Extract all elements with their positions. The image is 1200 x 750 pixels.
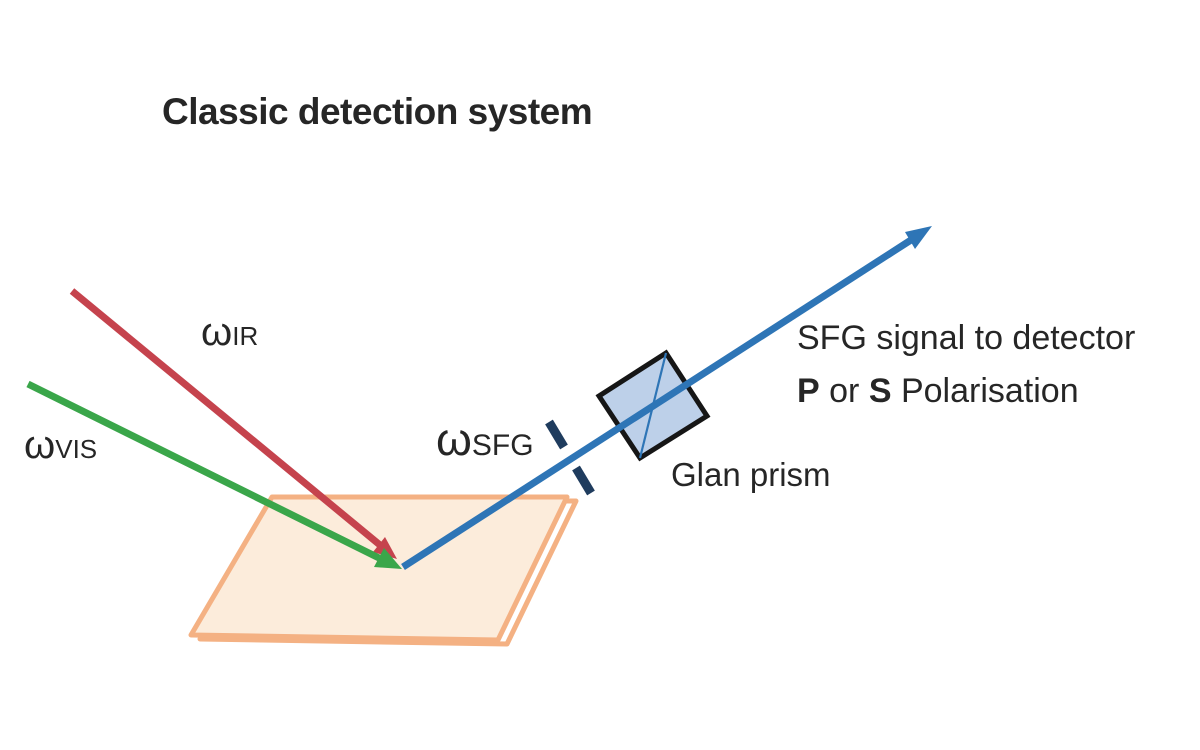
vis-beam-arrowhead xyxy=(374,548,402,569)
omega-symbol: ω xyxy=(201,310,233,354)
glan-prism-label: Glan prism xyxy=(671,456,831,493)
sample-plate xyxy=(188,494,570,643)
ir-subscript: IR xyxy=(232,321,259,351)
ir-beam xyxy=(69,288,383,548)
vis-subscript: VIS xyxy=(55,434,98,464)
omega-symbol: ω xyxy=(24,423,56,467)
omega-symbol: ω xyxy=(436,413,472,465)
or-text: or xyxy=(819,372,869,410)
s-polarisation-symbol: S xyxy=(868,372,892,410)
sfg-beam-arrowhead xyxy=(905,226,932,249)
diagram-title: Classic detection system xyxy=(162,91,593,132)
detector-caption-line2: P or S Polarisation xyxy=(797,365,1135,418)
ir-beam-arrowhead xyxy=(373,537,397,559)
vis-beam xyxy=(26,380,381,562)
detector-caption-line1: SFG signal to detector xyxy=(797,319,1136,357)
detector-caption: SFG signal to detector P or S Polarisati… xyxy=(797,312,1135,418)
aperture-dash-lower xyxy=(572,465,595,496)
polarisation-text: Polarisation xyxy=(891,372,1079,410)
sfg-subscript: SFG xyxy=(471,429,534,462)
aperture-dash-upper xyxy=(545,419,568,450)
sfg-beam xyxy=(401,237,913,570)
p-polarisation-symbol: P xyxy=(797,372,820,410)
